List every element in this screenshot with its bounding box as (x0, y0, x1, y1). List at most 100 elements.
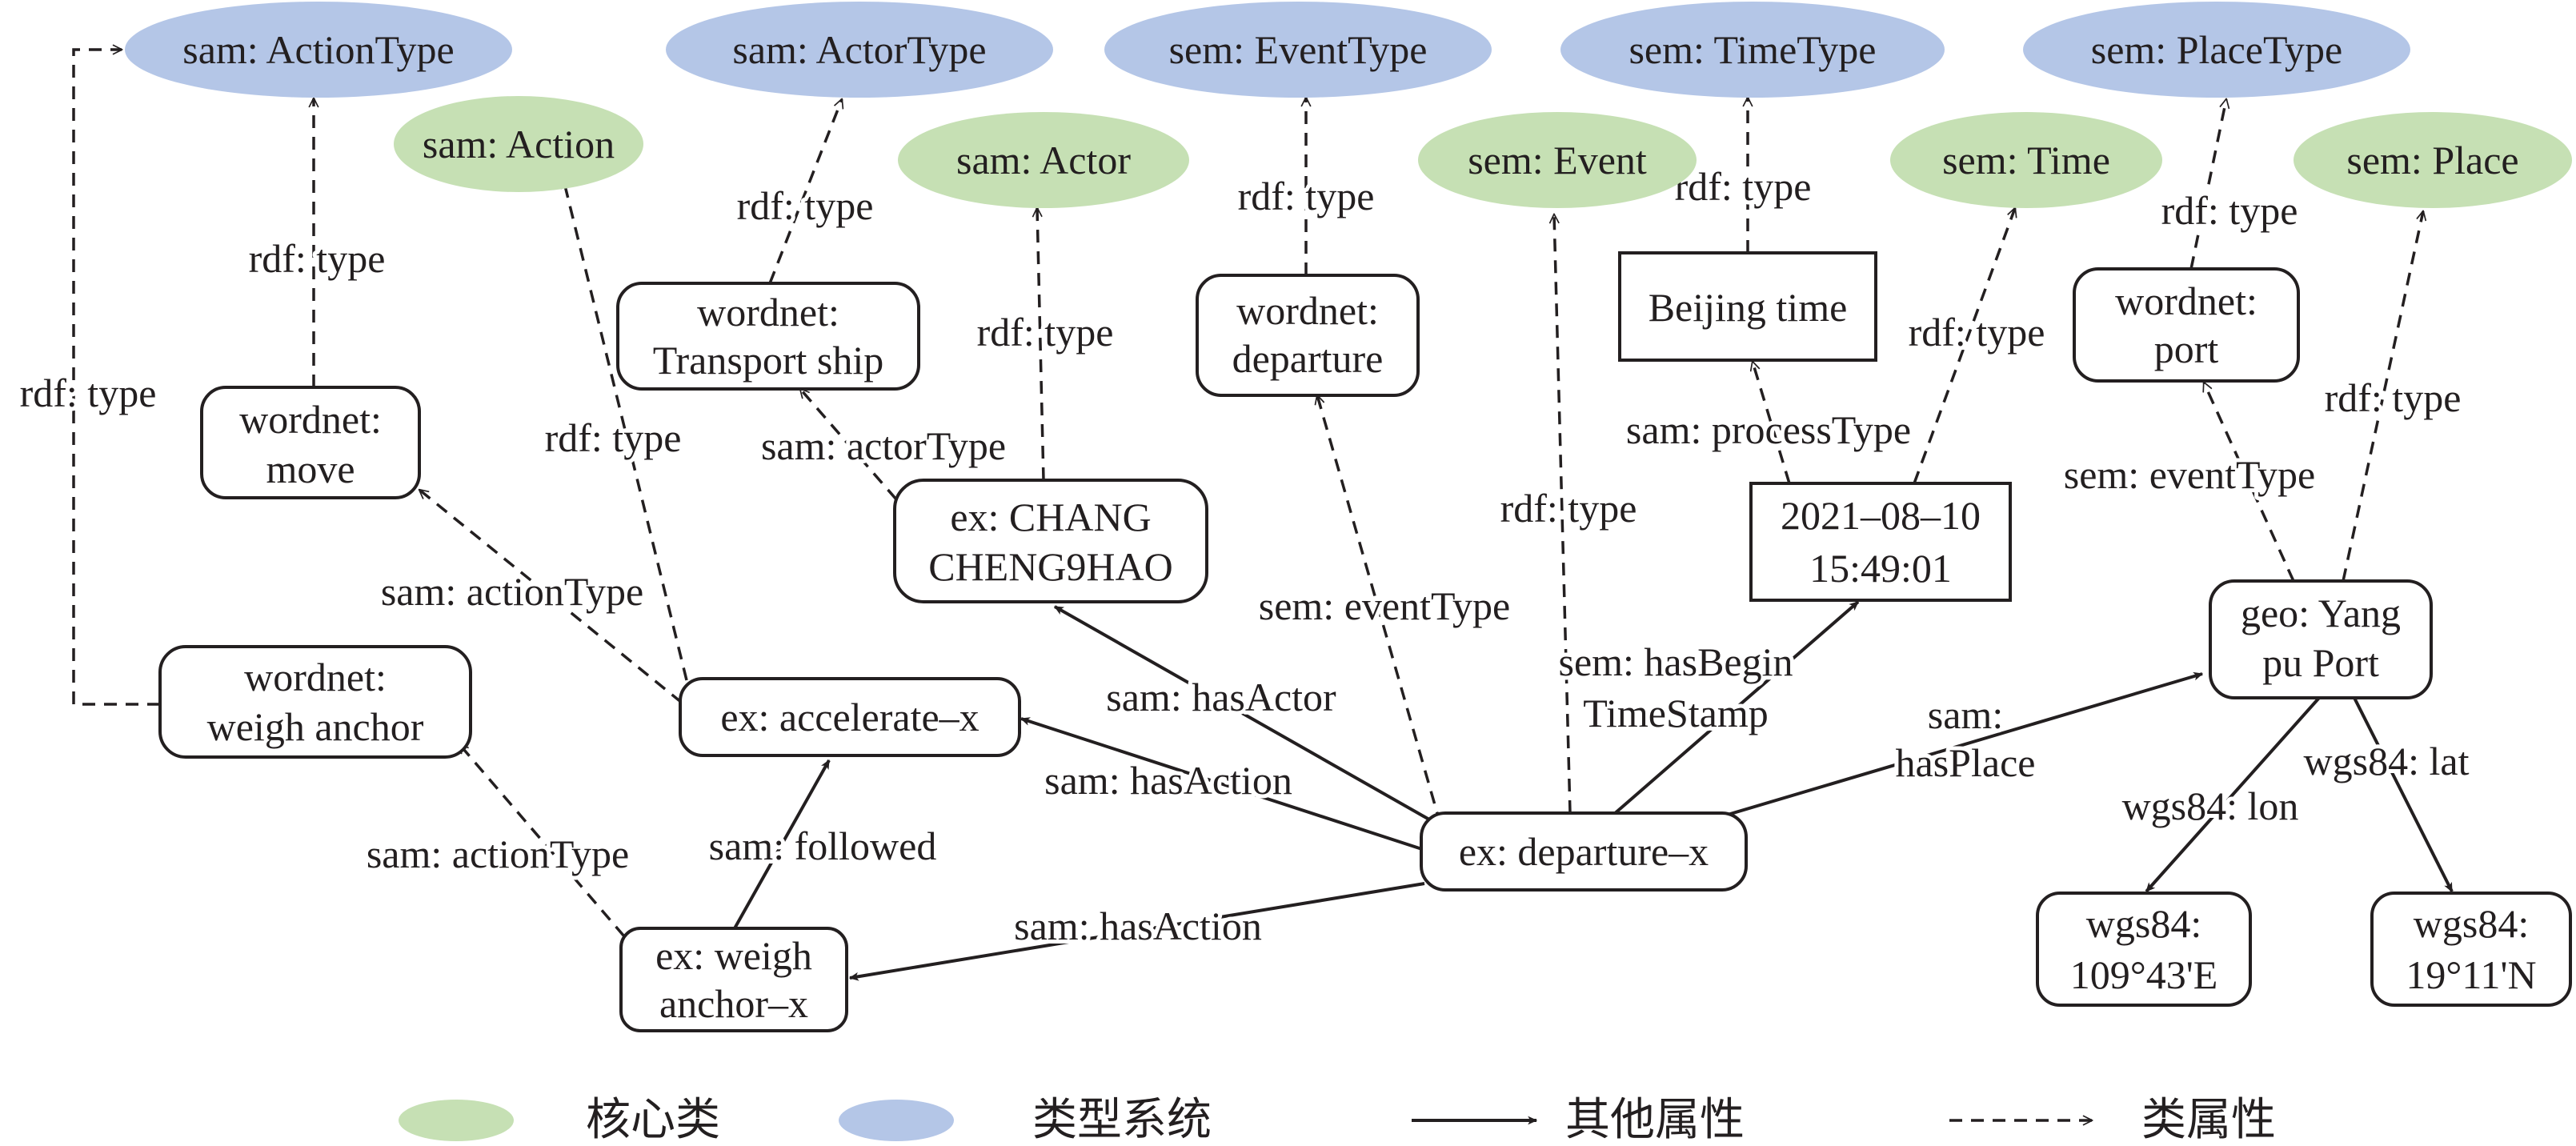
legend-type-system: 类型系统 (839, 1096, 1212, 1145)
edge-label-hasbegin-1: sem: hasBegin (1558, 639, 1793, 684)
legend-class-property: 类属性 (1949, 1096, 2276, 1145)
edge-label-yangpu-place: rdf: type (2325, 375, 2462, 420)
edge-label-actiontype-move: sam: actionType (381, 569, 643, 614)
edge-label-actiontype-weigh: sam: actionType (367, 831, 629, 876)
edge-yangpu-to-place (2342, 211, 2423, 582)
svg-text:19°11'N: 19°11'N (2406, 952, 2536, 997)
svg-text:sam: Action: sam: Action (423, 122, 615, 166)
svg-text:ex: departure–x: ex: departure–x (1459, 829, 1709, 874)
node-ex-accelerate: ex: accelerate–x (679, 677, 1021, 757)
edges (72, 50, 2454, 981)
edge-label-lat: wgs84: lat (2304, 739, 2470, 783)
edge-accelerate-to-move (419, 490, 683, 704)
node-sem-time: sem: Time (1890, 112, 2162, 208)
svg-text:wgs84:: wgs84: (2414, 901, 2529, 946)
edge-label-eventtype: sem: eventType (1259, 583, 1510, 628)
edge-label-place-eventtype: sem: eventType (2064, 452, 2315, 497)
node-ex-departure-x: ex: departure–x (1420, 811, 1748, 892)
edge-label-datetime-time: rdf: type (1909, 310, 2045, 355)
edge-label-changcheng-actor: rdf: type (977, 310, 1114, 355)
edge-yangpu-to-lon (2145, 696, 2321, 893)
edge-departurex-to-changcheng (1053, 605, 1430, 821)
node-datetime: 2021–08–10 15:49:01 (1749, 482, 2012, 602)
node-ex-changcheng: ex: CHANG CHENG9HAO (893, 479, 1208, 603)
node-wordnet-move: wordnet: move (200, 386, 421, 499)
edge-yangpu-to-port (2204, 383, 2295, 582)
edge-label-transport-actortype: rdf: type (737, 183, 874, 228)
edge-label-departurex-event: rdf: type (1500, 486, 1637, 531)
svg-text:109°43'E: 109°43'E (2070, 952, 2218, 997)
svg-text:wordnet:: wordnet: (1236, 288, 1379, 333)
svg-text:wordnet:: wordnet: (697, 290, 839, 335)
edge-label-move-actiontype: rdf: type (249, 236, 386, 281)
edge-port-to-placetype (2189, 99, 2226, 270)
legend-core-label: 核心类 (586, 1096, 720, 1145)
svg-text:2021–08–10: 2021–08–10 (1781, 493, 1981, 538)
edge-label-hasactor: sam: hasActor (1106, 675, 1336, 719)
edge-yangpu-to-lat (2353, 697, 2454, 893)
svg-text:15:49:01: 15:49:01 (1809, 546, 1952, 591)
legend-core-swatch (399, 1100, 514, 1141)
svg-text:pu Port: pu Port (2262, 640, 2379, 685)
edge-label-lon: wgs84: lon (2122, 783, 2299, 828)
legend-type-system-swatch (839, 1100, 954, 1141)
svg-text:weigh anchor: weigh anchor (207, 704, 424, 749)
node-sem-place: sem: Place (2294, 112, 2572, 208)
node-sem-placetype: sem: PlaceType (2023, 2, 2410, 98)
legend: 核心类 类型系统 其他属性 类属性 (399, 1096, 2276, 1145)
edge-label-hasaction-accelerate: sam: hasAction (1044, 758, 1292, 803)
svg-text:Beijing time: Beijing time (1649, 285, 1848, 330)
node-geo-yangpu-port: geo: Yang pu Port (2209, 579, 2433, 699)
edge-departurex-to-datetime (1612, 600, 1860, 816)
svg-text:CHENG9HAO: CHENG9HAO (928, 544, 1173, 589)
node-ex-weigh-anchor-x: ex: weigh anchor–x (619, 927, 848, 1032)
node-wordnet-port: wordnet: port (2073, 267, 2300, 383)
svg-text:sem: Time: sem: Time (1942, 138, 2110, 182)
svg-text:ex: weigh: ex: weigh (655, 933, 812, 978)
edge-label-beijing-timetype: rdf: type (1675, 164, 1812, 209)
edge-label-processtype: sam: processType (1626, 407, 1911, 452)
svg-text:anchor–x: anchor–x (659, 981, 808, 1026)
svg-text:sem: EventType: sem: EventType (1169, 27, 1428, 72)
svg-text:sem: Place: sem: Place (2346, 138, 2518, 182)
edge-departurex-to-event (1554, 214, 1572, 814)
edge-label-hasplace-1: sam: (1928, 692, 2003, 737)
edge-departurex-to-wndeparture (1317, 395, 1442, 825)
node-sam-actor: sam: Actor (898, 112, 1189, 208)
edge-departurex-to-yangpu (1721, 671, 2204, 818)
edge-label-actortype: sam: actorType (761, 423, 1006, 468)
edge-datetime-to-time (1913, 208, 2015, 484)
node-wgs84-lat: wgs84: 19°11'N (2370, 892, 2572, 1007)
edge-weigh-anchor-to-actiontype (72, 50, 160, 706)
node-sem-timetype: sem: TimeType (1560, 2, 1945, 98)
legend-class-property-label: 类属性 (2141, 1096, 2276, 1145)
svg-text:wgs84:: wgs84: (2086, 901, 2201, 946)
node-sem-event: sem: Event (1418, 112, 1697, 208)
edge-label-followed: sam: followed (709, 823, 937, 868)
svg-text:wordnet:: wordnet: (244, 655, 387, 699)
svg-text:wordnet:: wordnet: (239, 397, 382, 442)
svg-text:sem: PlaceType: sem: PlaceType (2091, 27, 2342, 72)
node-wgs84-lon: wgs84: 109°43'E (2036, 892, 2252, 1007)
node-sem-eventtype: sem: EventType (1104, 2, 1492, 98)
svg-text:departure: departure (1232, 336, 1384, 381)
edge-labels: rdf: type rdf: type rdf: type rdf: type … (16, 160, 2474, 952)
svg-text:wordnet:: wordnet: (2115, 278, 2258, 323)
legend-other-property-label: 其他属性 (1565, 1096, 1745, 1145)
edge-label-hasaction-weigh: sam: hasAction (1014, 904, 1262, 948)
svg-text:ex: CHANG: ex: CHANG (950, 495, 1151, 539)
legend-core: 核心类 (399, 1096, 720, 1145)
svg-text:ex: accelerate–x: ex: accelerate–x (720, 695, 979, 739)
instance-nodes: wordnet: Transport ship wordnet: departu… (158, 251, 2572, 1032)
svg-text:sam: ActorType: sam: ActorType (732, 27, 986, 72)
svg-text:sam: Actor: sam: Actor (956, 138, 1131, 182)
edge-changcheng-to-actor (1037, 208, 1045, 481)
node-beijing-time: Beijing time (1618, 251, 1877, 362)
edge-label-hasbegin-2: TimeStamp (1583, 691, 1769, 735)
edge-departurex-to-weighx (848, 882, 1425, 981)
class-nodes: sam: ActionType sam: ActorType sem: Even… (125, 2, 2572, 208)
svg-text:sem: Event: sem: Event (1468, 138, 1647, 182)
node-wordnet-transport-ship: wordnet: Transport ship (616, 282, 920, 391)
node-wordnet-weigh-anchor: wordnet: weigh anchor (158, 645, 472, 759)
